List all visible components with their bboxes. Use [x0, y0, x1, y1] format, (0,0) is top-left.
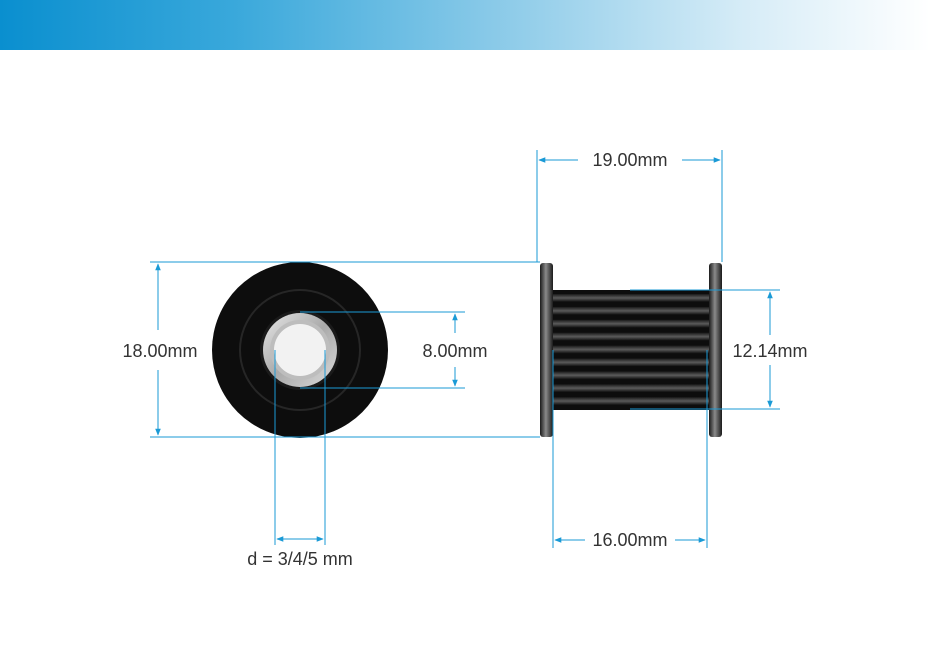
- pulley-front-view: [212, 262, 388, 438]
- tooth-width-label: 16.00mm: [592, 530, 667, 550]
- bearing-diameter-label: 8.00mm: [422, 341, 487, 361]
- tooth-ridge: [553, 358, 709, 367]
- left-flange: [540, 263, 553, 437]
- tooth-ridge: [553, 332, 709, 341]
- flange-width-label: 19.00mm: [592, 150, 667, 170]
- tooth-ridge: [553, 384, 709, 393]
- right-flange: [709, 263, 722, 437]
- tooth-diameter-label: 12.14mm: [732, 341, 807, 361]
- pulley-side-view: [540, 263, 722, 437]
- header-banner: [0, 0, 930, 50]
- bore-hole: [274, 324, 326, 376]
- tooth-ridge: [553, 371, 709, 380]
- tooth-ridge: [553, 306, 709, 315]
- tooth-ridge: [553, 319, 709, 328]
- tooth-ridge: [553, 294, 709, 302]
- outer-diameter-label: 18.00mm: [122, 341, 197, 361]
- tooth-ridge: [553, 345, 709, 354]
- tooth-ridge: [553, 397, 709, 405]
- bore-label: d = 3/4/5 mm: [247, 549, 353, 569]
